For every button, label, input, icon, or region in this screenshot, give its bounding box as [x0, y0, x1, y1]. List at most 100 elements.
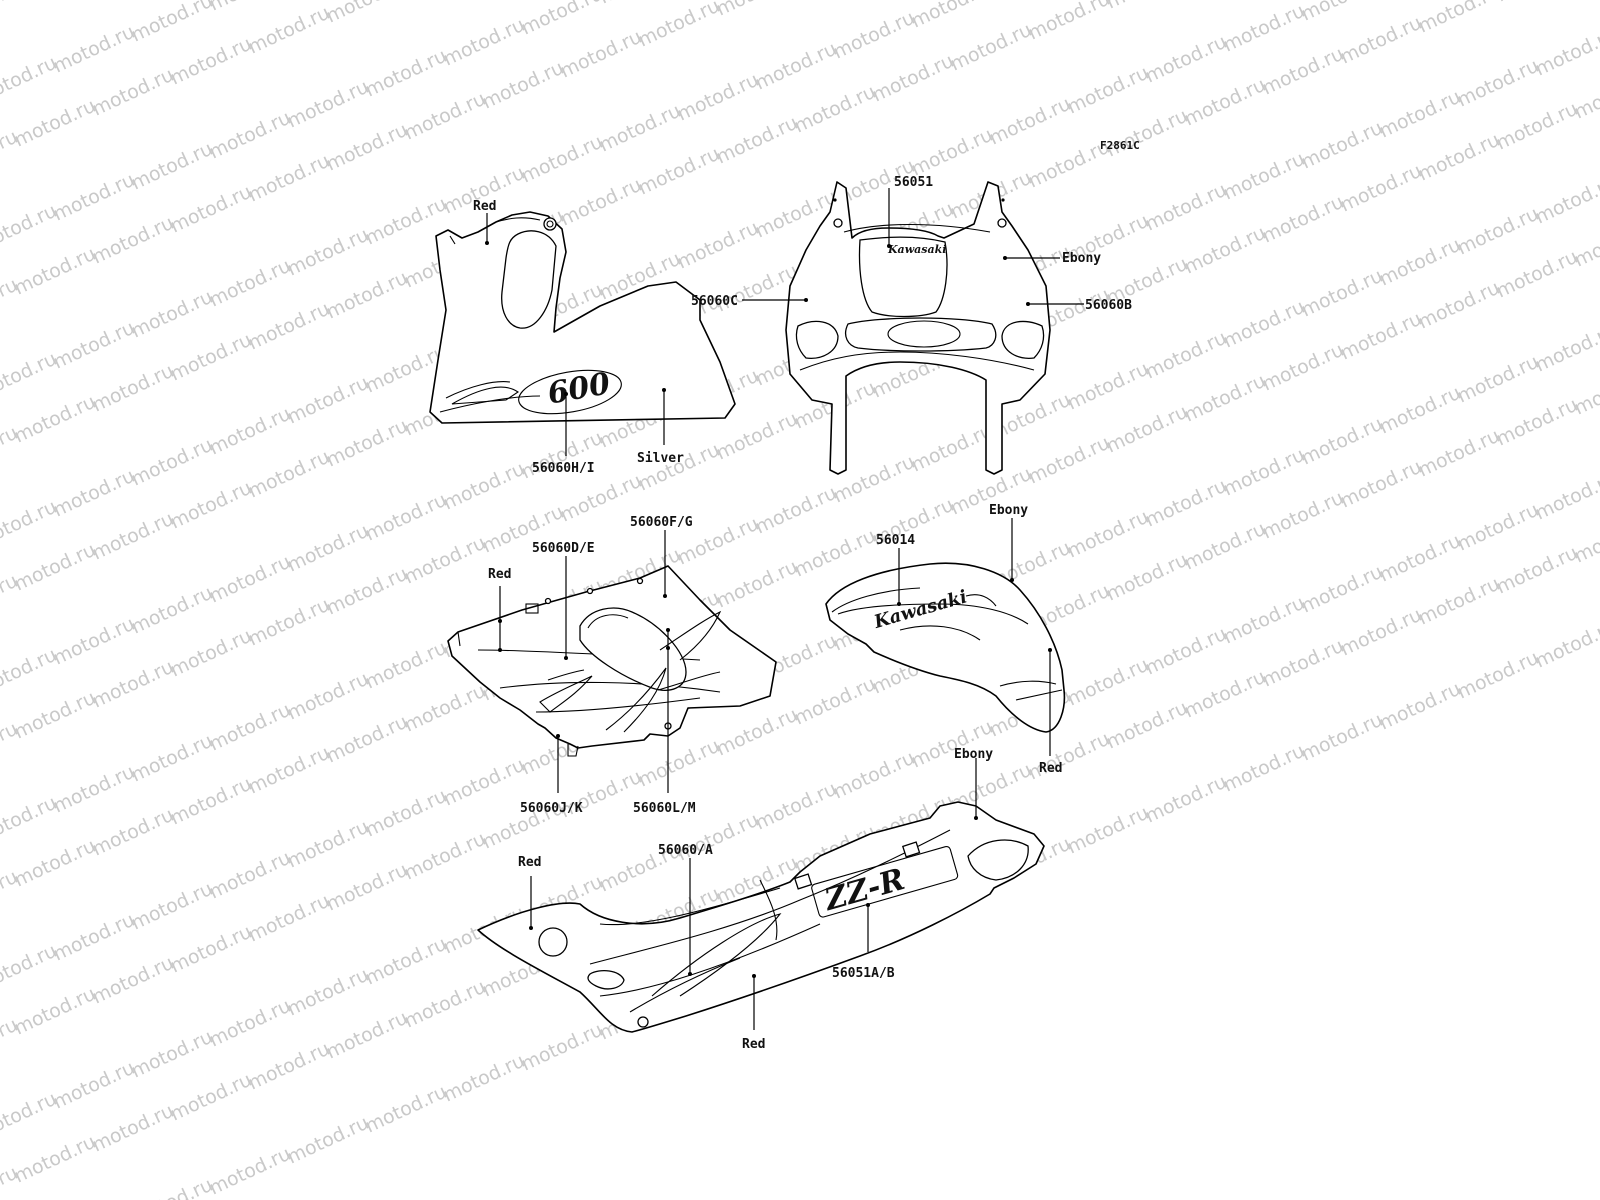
watermark-text: motod.ru	[89, 212, 177, 269]
watermark-text: motod.ru	[1220, 592, 1308, 649]
watermark-text: motod.ru	[50, 21, 138, 78]
lower-fairing: 600	[429, 211, 736, 424]
watermark-text: motod.ru	[1454, 647, 1542, 704]
watermark-text: motod.ru	[284, 76, 372, 133]
watermark-text: motod.ru	[1142, 179, 1230, 236]
watermark-text: motod.ru	[1259, 43, 1347, 100]
watermark-text: motod.ru	[908, 420, 996, 477]
watermark-text: motod.ru	[1142, 771, 1230, 828]
watermark-text: motod.ru	[1298, 0, 1386, 26]
watermark-text: motod.ru	[128, 582, 216, 639]
watermark-text: motod.ru	[1493, 394, 1581, 451]
watermark-text: motod.ru	[1064, 802, 1152, 859]
watermark-text: motod.ru	[128, 138, 216, 195]
watermark-text: motod.ru	[791, 673, 879, 730]
watermark-text: motod.ru	[128, 1026, 216, 1083]
callout-56060lm: 56060L/M	[633, 801, 696, 816]
watermark-text: motod.ru	[401, 88, 489, 145]
watermark-text: motod.ru	[401, 680, 489, 737]
watermark-text: motod.ru	[167, 329, 255, 386]
watermark-text: motod.ru	[596, 100, 684, 157]
watermark-text: motod.ru	[830, 7, 918, 64]
watermark-text: motod.ru	[791, 81, 879, 138]
watermark-text: motod.ru	[1415, 425, 1503, 482]
watermark-text: motod.ru	[284, 372, 372, 429]
watermark-text: motod.ru	[1220, 444, 1308, 501]
watermark-text: motod.ru	[1532, 320, 1600, 377]
callout-56060a: 56060/A	[658, 843, 713, 858]
watermark-text: motod.ru	[128, 730, 216, 787]
watermark-text: motod.ru	[1103, 105, 1191, 162]
watermark-text: motod.ru	[284, 964, 372, 1021]
watermark-text: motod.ru	[323, 267, 411, 324]
watermark-text: motod.ru	[1298, 413, 1386, 470]
callout-56060b: 56060B	[1085, 298, 1132, 313]
watermark-text: motod.ru	[50, 909, 138, 966]
watermark-text: motod.ru	[167, 1069, 255, 1126]
watermark-text: motod.ru	[206, 255, 294, 312]
callout-56060fg: 56060F/G	[630, 515, 693, 530]
watermark-text: motod.ru	[1064, 358, 1152, 415]
watermark-text: motod.ru	[323, 711, 411, 768]
watermark-text: motod.ru	[323, 0, 411, 28]
callout-top-left-red: Red	[473, 199, 496, 214]
watermark-text: motod.ru	[89, 656, 177, 713]
watermark-text: motod.ru	[284, 520, 372, 577]
watermark-text: motod.ru	[986, 93, 1074, 150]
watermark-text: motod.ru	[401, 976, 489, 1033]
watermark-text: motod.ru	[323, 119, 411, 176]
callout-cowl-ebony: Ebony	[954, 747, 993, 762]
watermark-text: motod.ru	[1103, 697, 1191, 754]
upper-fairing: Kawasaki	[785, 181, 1051, 475]
watermark-text: motod.ru	[1376, 382, 1464, 439]
callout-middle-red: Red	[488, 567, 511, 582]
watermark-text: motod.ru	[50, 1057, 138, 1114]
watermark-text: motod.ru	[674, 69, 762, 126]
watermark-text: motod.ru	[1454, 499, 1542, 556]
side-cowl: ZZ-R	[477, 801, 1045, 1033]
watermark-text: motod.ru	[245, 890, 333, 947]
callout-56051ab: 56051A/B	[832, 966, 895, 981]
watermark-text: motod.ru	[206, 403, 294, 460]
watermark-text: motod.ru	[1337, 308, 1425, 365]
callout-tank-ebony: Ebony	[989, 503, 1028, 518]
watermark-text: motod.ru	[11, 687, 99, 744]
watermark-text: motod.ru	[1025, 432, 1113, 489]
watermark-text: motod.ru	[1454, 351, 1542, 408]
watermark-text: motod.ru	[245, 594, 333, 651]
watermark-text: motod.ru	[1532, 24, 1600, 81]
watermark-text: motod.ru	[89, 64, 177, 121]
watermark-text: motod.ru	[1493, 0, 1581, 7]
watermark-text: motod.ru	[440, 458, 528, 515]
watermark-text: motod.ru	[1259, 339, 1347, 396]
watermark-text: motod.ru	[1571, 363, 1600, 420]
watermark-text: motod.ru	[752, 778, 840, 835]
watermark-text: motod.ru	[1376, 86, 1464, 143]
callout-upper-ebony: Ebony	[1062, 251, 1101, 266]
watermark-text: motod.ru	[89, 1100, 177, 1157]
watermark-text: motod.ru	[557, 174, 645, 231]
watermark-text: motod.ru	[362, 489, 450, 546]
watermark-text: motod.ru	[362, 1081, 450, 1138]
watermark-text: motod.ru	[11, 243, 99, 300]
watermark-text: motod.ru	[1142, 623, 1230, 680]
callout-silver: Silver	[637, 451, 684, 466]
watermark-text: motod.ru	[1532, 468, 1600, 525]
watermark-text: motod.ru	[1493, 542, 1581, 599]
watermark-text: motod.ru	[50, 317, 138, 374]
watermark-text: motod.ru	[11, 1131, 99, 1188]
fuel-tank: Kawasaki	[825, 562, 1066, 733]
callout-56051: 56051	[894, 175, 933, 190]
watermark-text: motod.ru	[167, 773, 255, 830]
watermark-text: motod.ru	[11, 539, 99, 596]
callout-56060hi: 56060H/I	[532, 461, 595, 476]
watermark-text: motod.ru	[206, 0, 294, 16]
watermark-text: motod.ru	[1259, 191, 1347, 248]
watermark-text: motod.ru	[11, 391, 99, 448]
watermark-text: motod.ru	[362, 933, 450, 990]
watermark-text: motod.ru	[167, 625, 255, 682]
upper-fairing-logo: Kawasaki	[887, 243, 946, 256]
watermark-text: motod.ru	[479, 57, 567, 114]
watermark-text: motod.ru	[1571, 511, 1600, 568]
